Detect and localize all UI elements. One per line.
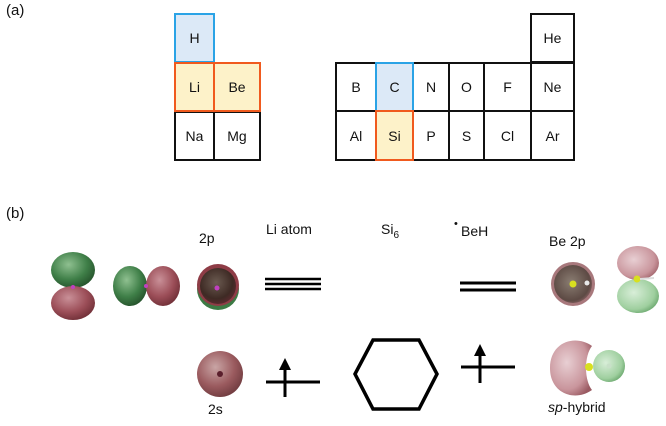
element-cell-Be: Be bbox=[213, 62, 261, 112]
si6-label-base: Si bbox=[381, 221, 394, 237]
element-cell-Ar: Ar bbox=[530, 110, 575, 161]
li-2s-energy-level-icon bbox=[266, 358, 320, 397]
element-symbol: Ar bbox=[545, 127, 560, 144]
element-symbol: Si bbox=[388, 127, 401, 144]
element-symbol: P bbox=[426, 127, 436, 144]
si6-label-subscript: 6 bbox=[393, 229, 400, 241]
beh-radical-dot: • bbox=[454, 218, 458, 230]
element-symbol: N bbox=[425, 79, 437, 95]
be-2p-vertical-orbital-icon bbox=[617, 246, 659, 313]
sp-hybrid-label-rest: -hybrid bbox=[562, 399, 606, 415]
element-symbol: S bbox=[461, 127, 472, 144]
si6-hexagon-icon bbox=[353, 338, 439, 411]
sp-hybrid-label: sp-hybrid bbox=[548, 399, 606, 415]
element-symbol: B bbox=[351, 79, 361, 95]
li-2p-label: 2p bbox=[199, 230, 215, 246]
li-2p-energy-level-icon bbox=[265, 277, 321, 291]
element-symbol: Li bbox=[189, 79, 200, 95]
panel-a-label: (a) bbox=[6, 2, 25, 19]
li-2p-vertical-orbital-icon bbox=[51, 252, 95, 320]
li-2s-label: 2s bbox=[208, 401, 223, 417]
element-symbol: Al bbox=[349, 127, 363, 144]
element-cell-Si: Si bbox=[375, 110, 414, 161]
element-symbol: Be bbox=[228, 79, 246, 95]
element-symbol: Cl bbox=[500, 127, 515, 144]
sp-hybrid-label-italic: sp bbox=[548, 399, 563, 415]
element-symbol: F bbox=[503, 79, 512, 95]
beh-label: BeH bbox=[461, 223, 489, 239]
si6-label: Si6 bbox=[381, 221, 399, 241]
panel-b-label: (b) bbox=[6, 205, 25, 222]
element-cell-Mg: Mg bbox=[213, 111, 261, 161]
element-symbol: C bbox=[389, 79, 400, 95]
be-2p-label: Be 2p bbox=[549, 233, 586, 249]
element-cell-H: H bbox=[174, 13, 215, 63]
be-2p-endon-orbital-icon bbox=[551, 262, 595, 306]
sp-hybrid-orbital-icon bbox=[550, 340, 625, 396]
element-symbol: Mg bbox=[227, 128, 247, 144]
li-2s-orbital-icon bbox=[197, 351, 243, 397]
li-2p-endon-orbital-icon bbox=[197, 264, 239, 310]
li-atom-label: Li atom bbox=[266, 221, 312, 237]
element-symbol: Na bbox=[185, 128, 204, 144]
element-symbol: H bbox=[189, 30, 200, 46]
element-symbol: He bbox=[543, 30, 562, 46]
beh-2p-energy-level-icon bbox=[460, 281, 516, 292]
element-symbol: O bbox=[461, 79, 472, 95]
element-symbol: Ne bbox=[543, 79, 562, 95]
li-2p-horizontal-orbital-icon bbox=[113, 266, 180, 306]
beh-sp-energy-level-icon bbox=[461, 344, 515, 383]
